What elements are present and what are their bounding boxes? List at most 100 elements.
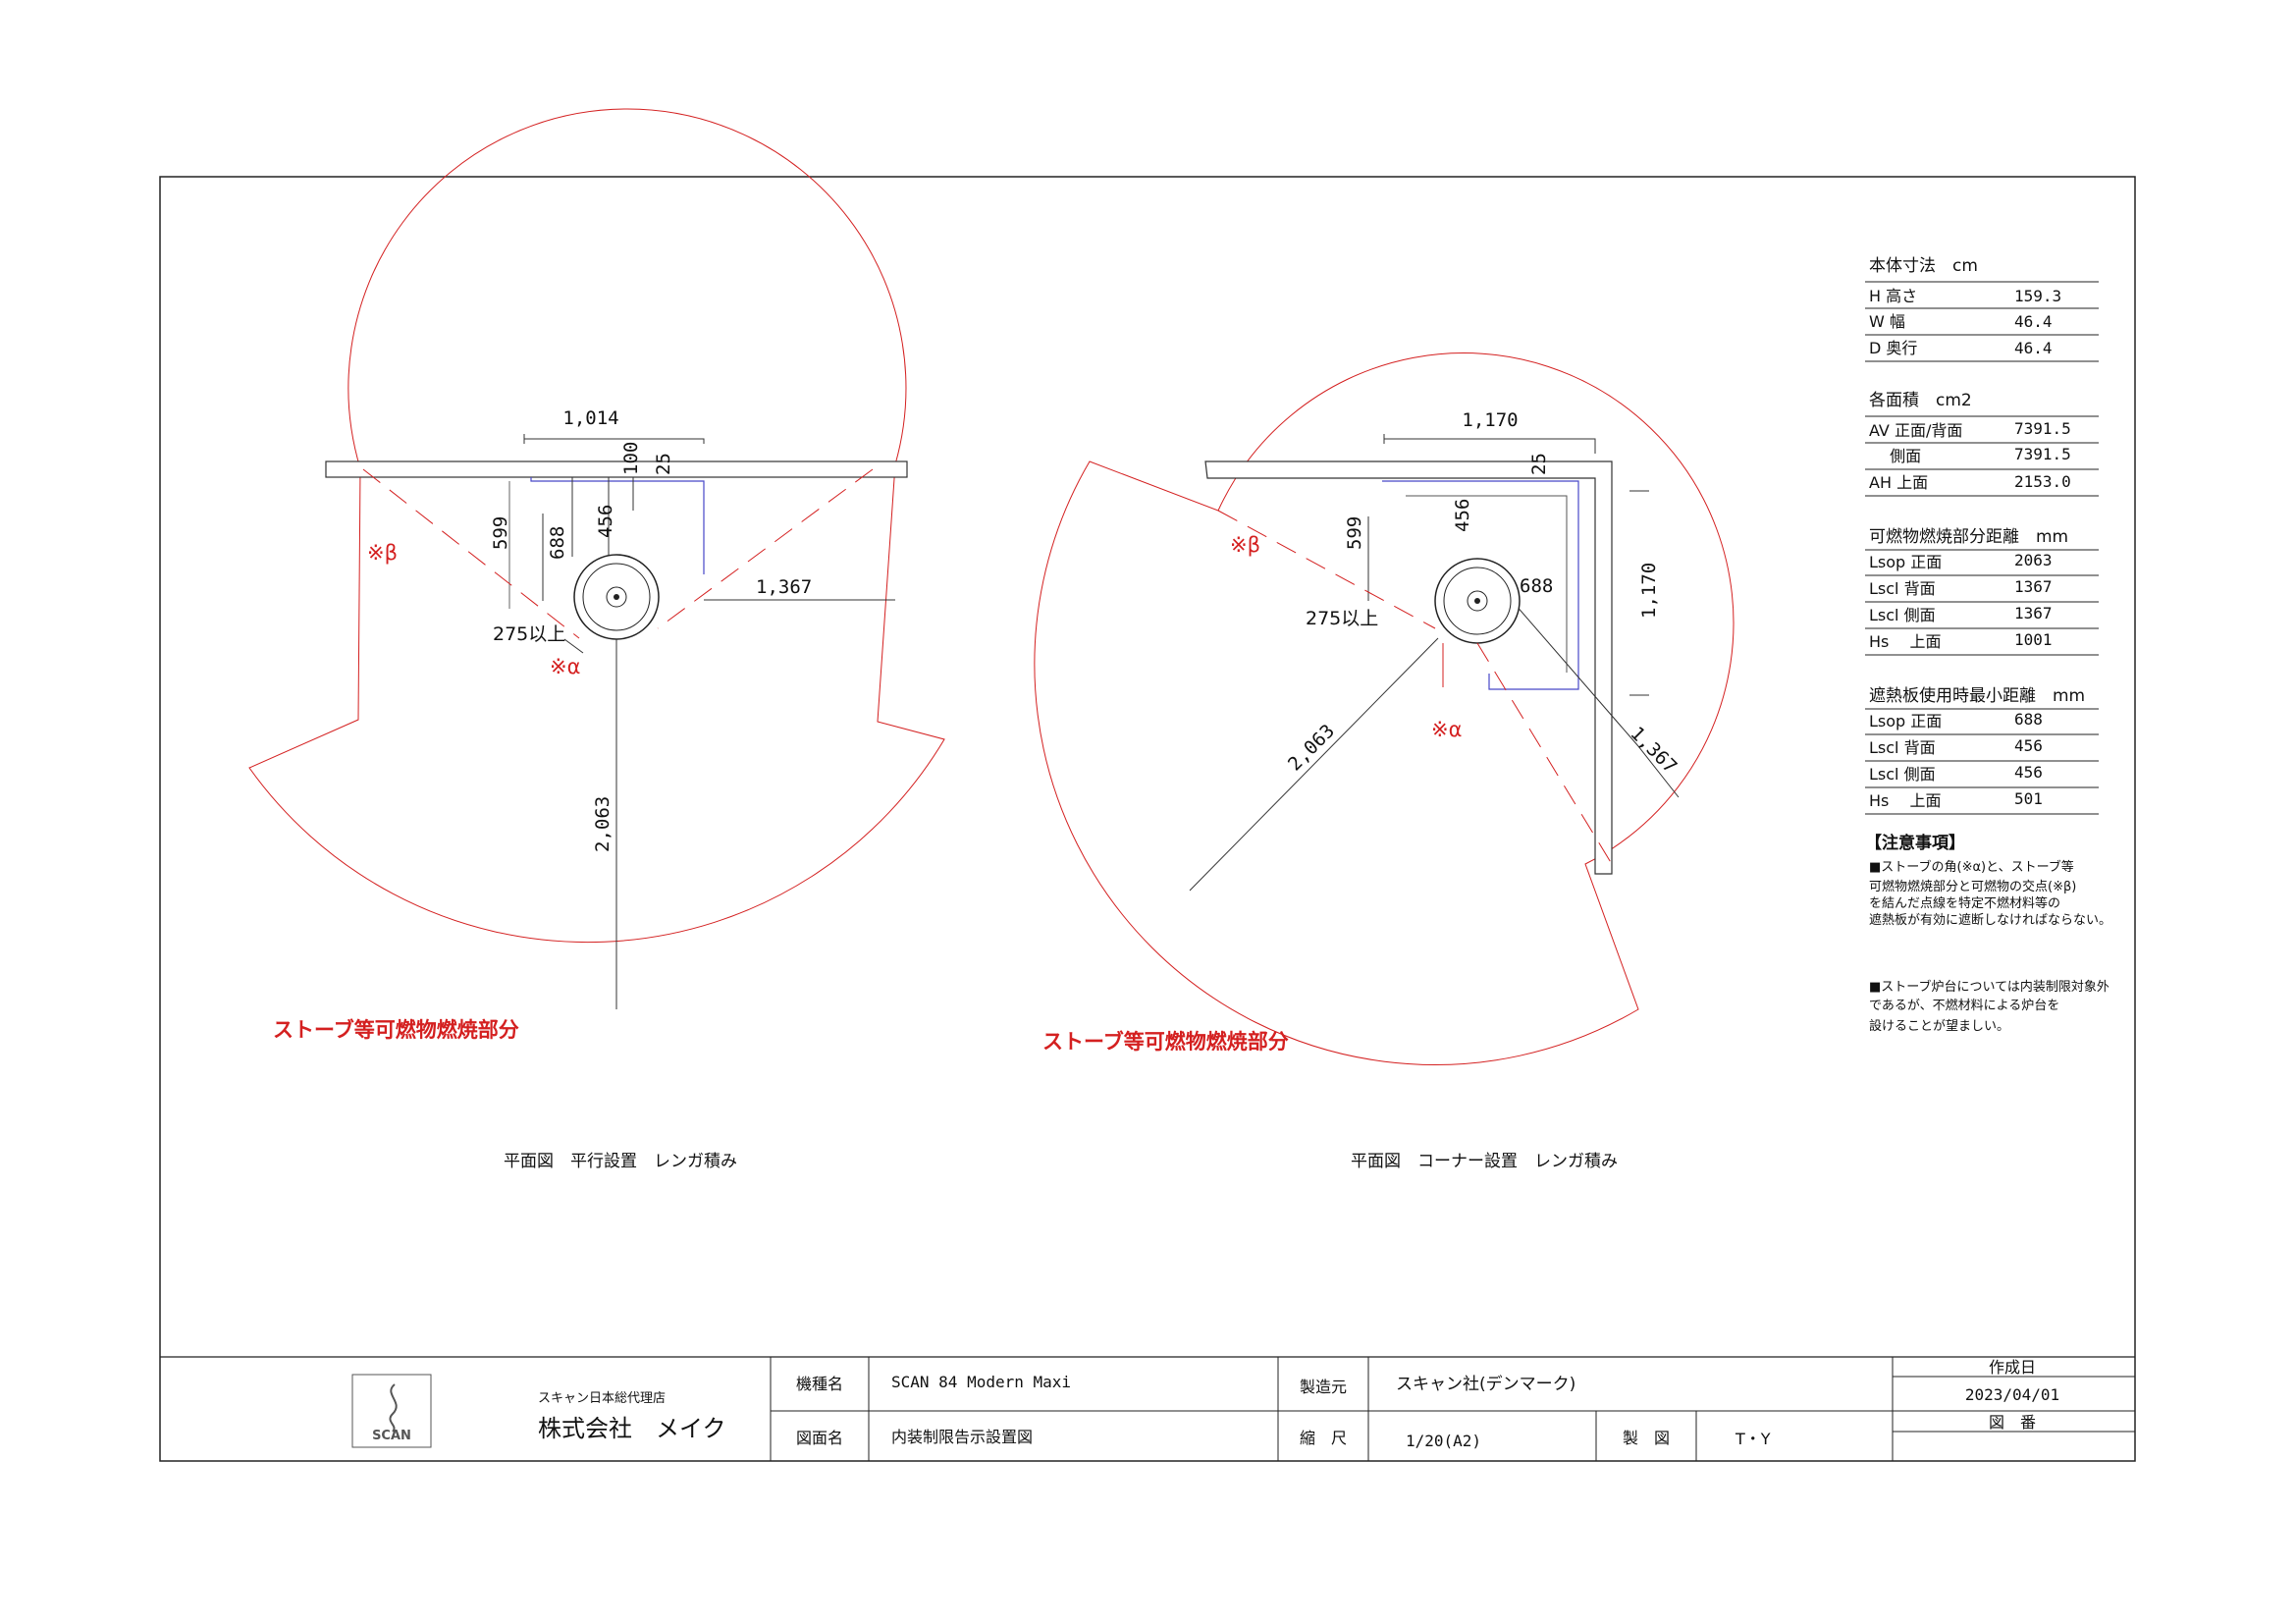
right-dim-456-text: 456	[1452, 499, 1473, 532]
right-plan-drawing: 1,170 25 599 456 688 1,170 275以上 2,063 1…	[1034, 352, 1735, 1171]
shield-title: 遮熱板使用時最小距離 mm	[1869, 685, 2085, 706]
right-dim-lines	[1367, 490, 1649, 696]
right-dim-1367-line	[1501, 588, 1680, 798]
shield-row-label: Lscl 背面	[1869, 738, 1936, 757]
shield-row-value: 688	[2014, 710, 2043, 729]
created-value: 2023/04/01	[1965, 1385, 2059, 1404]
area-title: 各面積 cm2	[1869, 391, 1972, 410]
right-stove-flue	[1467, 590, 1488, 612]
note-line: 遮熱板が有効に遮断しなければならない。	[1869, 912, 2111, 928]
right-dim-width-text: 1,170	[1462, 409, 1518, 431]
body-row-value: 46.4	[2014, 312, 2053, 331]
left-dim-599-text: 599	[490, 516, 511, 550]
left-heat-shield	[530, 477, 705, 574]
shield-row-value: 456	[2014, 736, 2043, 755]
note-line: 設けることが望ましい。	[1869, 1018, 2009, 1034]
left-dashed-line-a	[362, 468, 580, 639]
shield-row-value: 501	[2014, 789, 2043, 808]
note-1: ■ストーブの角(※α)と、ストーブ等 可燃物燃焼部分と可燃物の交点(※β) を結…	[1869, 859, 2111, 928]
spec-panel: 本体寸法 cm H 高さ 159.3 W 幅 46.4 D 奥行 46.4 各面…	[1865, 256, 2111, 1034]
left-dim-width-text: 1,014	[562, 407, 618, 429]
body-row-value: 159.3	[2014, 287, 2061, 305]
left-stove-center	[614, 594, 619, 600]
area-table: AV 正面/背面 7391.5 側面 7391.5 AH 上面 2153.0	[1865, 419, 2099, 497]
shield-row-label: Lsop 正面	[1869, 712, 1942, 730]
company-sub: スキャン日本総代理店	[538, 1391, 666, 1406]
company-name: 株式会社 メイク	[538, 1415, 726, 1442]
right-heat-shield	[1382, 480, 1579, 690]
left-dim-ticks	[571, 477, 634, 557]
notes-title: 【注意事項】	[1865, 833, 1965, 853]
area-row-value: 2153.0	[2014, 472, 2071, 491]
right-combustion-zone	[1034, 352, 1735, 1065]
right-dim-275-text: 275以上	[1306, 608, 1378, 629]
maker-label: 製造元	[1300, 1378, 1347, 1396]
left-combustion-zone	[248, 108, 945, 944]
right-zone-label: ストーブ等可燃物燃焼部分	[1042, 1030, 1289, 1054]
right-dashed-line-a	[1217, 510, 1436, 629]
right-dashed-line-b	[1476, 642, 1613, 865]
dist-row-value: 1367	[2014, 577, 2053, 596]
drawing-value: 内装制限告示設置図	[891, 1428, 1033, 1446]
area-row-value: 7391.5	[2014, 445, 2071, 463]
distance-table: Lsop 正面 2063 Lscl 背面 1367 Lscl 側面 1367 H…	[1865, 551, 2099, 656]
note-line: 可燃物燃焼部分と可燃物の交点(※β)	[1869, 879, 2076, 894]
drafter-label: 製 図	[1623, 1429, 1670, 1447]
right-stove-inner	[1443, 567, 1512, 635]
left-dim-100-text: 100	[620, 442, 642, 475]
shield-table: Lsop 正面 688 Lscl 背面 456 Lscl 側面 456 Hs 上…	[1865, 710, 2099, 815]
dist-row-value: 1367	[2014, 604, 2053, 622]
dist-row-label: Lscl 背面	[1869, 579, 1936, 598]
body-row-value: 46.4	[2014, 339, 2053, 357]
left-caption: 平面図 平行設置 レンガ積み	[504, 1152, 737, 1171]
drafter-value: T・Y	[1735, 1430, 1771, 1448]
body-row-label: W 幅	[1869, 312, 1905, 331]
left-dim-2063-text: 2,063	[592, 796, 614, 852]
right-dim-688-text: 688	[1520, 575, 1553, 597]
body-dims-table: H 高さ 159.3 W 幅 46.4 D 奥行 46.4	[1865, 287, 2099, 362]
left-dashed-line-b	[657, 468, 874, 629]
right-dim-1170-text: 1,170	[1638, 563, 1660, 619]
right-shield-inner	[1406, 495, 1568, 673]
created-label: 作成日	[1989, 1358, 2036, 1377]
shield-row-label: Lscl 側面	[1869, 765, 1936, 784]
model-label: 機種名	[796, 1375, 843, 1393]
scan-logo-flame-icon	[389, 1383, 398, 1433]
note-line: であるが、不燃材料による炉台を	[1869, 998, 2059, 1013]
dist-row-value: 1001	[2014, 630, 2053, 649]
dist-row-label: Lsop 正面	[1869, 553, 1942, 571]
area-row-label: AH 上面	[1869, 473, 1928, 492]
left-beta-mark: ※β	[367, 541, 398, 565]
right-alpha-mark: ※α	[1431, 718, 1462, 741]
right-wall	[1204, 460, 1613, 875]
dist-row-value: 2063	[2014, 551, 2053, 569]
right-dim-2063-line	[1189, 637, 1439, 892]
body-row-label: H 高さ	[1869, 287, 1917, 305]
model-value: SCAN 84 Modern Maxi	[891, 1373, 1071, 1391]
left-leader-275	[563, 638, 584, 654]
area-row-value: 7391.5	[2014, 419, 2071, 438]
right-dim-1367-text: 1,367	[1626, 723, 1681, 778]
area-row-label: AV 正面/背面	[1869, 421, 1962, 440]
body-row-label: D 奥行	[1869, 339, 1917, 357]
sheet-frame	[159, 176, 2136, 1462]
scale-label: 縮 尺	[1300, 1429, 1347, 1447]
left-wall	[325, 460, 908, 478]
number-label: 図 番	[1989, 1413, 2036, 1432]
distance-title: 可燃物燃焼部分距離 mm	[1869, 527, 2068, 547]
dist-row-label: Lscl 側面	[1869, 606, 1936, 624]
shield-row-label: Hs 上面	[1869, 791, 1941, 810]
left-plan-drawing: 1,014 100 25 599 688 456 1,367 275以上 2,0…	[248, 108, 945, 1171]
scale-value: 1/20(A2)	[1406, 1432, 1481, 1450]
left-dim-456-text: 456	[595, 505, 616, 538]
dist-row-label: Hs 上面	[1869, 632, 1941, 651]
left-dim-width	[523, 434, 705, 444]
note-line: を結んだ点線を特定不燃材料等の	[1869, 895, 2060, 911]
right-stove-center	[1474, 598, 1480, 604]
right-dim-25-text: 25	[1528, 453, 1550, 475]
left-dim-688-text: 688	[547, 526, 568, 560]
left-dim-lines	[542, 514, 895, 601]
note-line: ■ストーブの角(※α)と、ストーブ等	[1869, 859, 2074, 875]
maker-value: スキャン社(デンマーク)	[1396, 1374, 1575, 1394]
